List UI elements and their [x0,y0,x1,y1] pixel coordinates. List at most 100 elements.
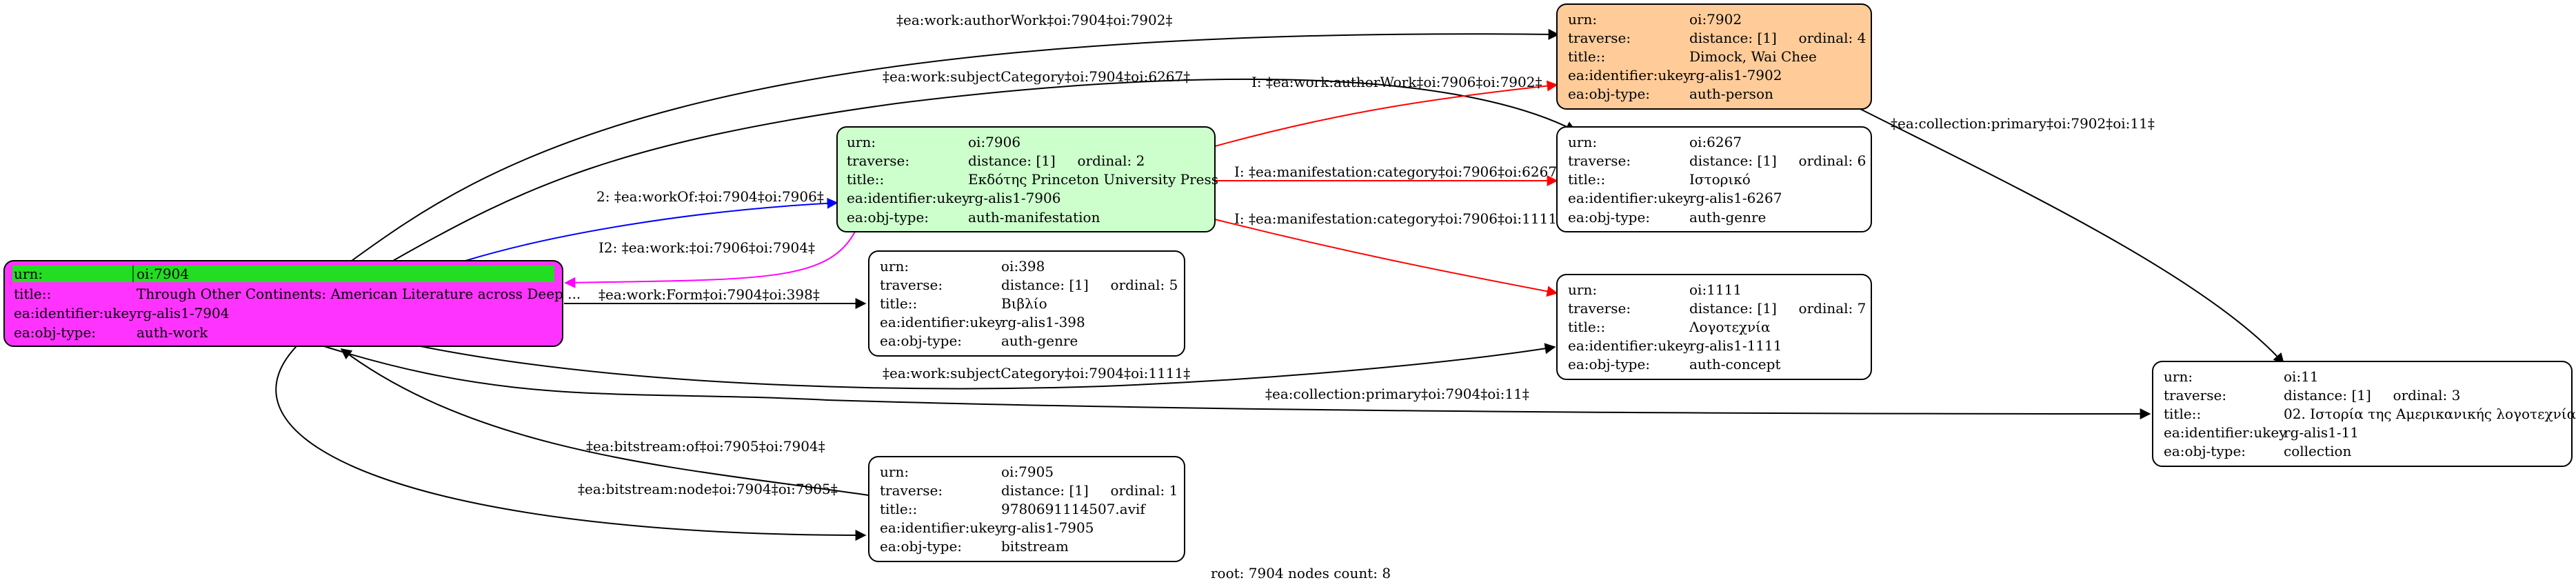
node-row-value: auth-work [137,324,208,341]
node-row-label: title:: [1568,319,1605,335]
graph-caption: root: 7904 nodes count: 8 [1211,565,1391,581]
edge-manifestation-category-7906-1111[interactable]: I: ‡ea:manifestation:category‡oi:7906‡oi… [1214,210,1564,297]
nodes: urn: oi:7904 title:: Through Other Conti… [3,3,2576,562]
node-7902[interactable]: urn: oi:7902 traverse: distance: [1] ord… [1556,3,1872,110]
node-row-value: auth-person [1689,86,1773,102]
node-row-label: ea:identifier:ukey [2164,424,2287,441]
node-row-label: urn: [847,134,876,150]
node-row-value: oi:7904 [137,266,189,282]
node-row-value: Through Other Continents: American Liter… [137,286,581,302]
edge-subjectcategory-7904-1111[interactable]: ‡ea:work:subjectCategory‡oi:7904‡oi:1111… [420,343,1556,390]
edge-label: I: ‡ea:manifestation:category‡oi:7906‡oi… [1234,210,1564,227]
node-row-value: 02. Ιστορία της Αμερικανικής λογοτεχνίας [2284,406,2576,422]
node-398[interactable]: urn: oi:398 traverse: distance: [1] ordi… [868,250,1185,357]
edge-manifestation-author-7906-7902[interactable]: I: ‡ea:work:authorWork‡oi:7906‡oi:7902‡ [1214,74,1558,147]
node-7906[interactable]: urn: oi:7906 traverse: distance: [1] ord… [836,126,1218,232]
node-row-label: ea:identifier:ukey [880,314,1003,330]
node-row-label: title:: [14,286,51,302]
edge-label: 2: ‡ea:workOf:‡oi:7904‡oi:7906‡ [596,188,824,205]
node-row-label: ea:obj-type: [1568,86,1650,102]
node-row-value: Λογοτεχνία [1689,319,1771,335]
edge-bitstreamnode-7904-7905[interactable]: ‡ea:bitstream:node‡oi:7904‡oi:7905‡ [275,346,867,541]
edge-label: I: ‡ea:work:authorWork‡oi:7906‡oi:7902‡ [1251,74,1542,90]
edge-label: ‡ea:work:Form‡oi:7904‡oi:398‡ [598,286,820,303]
edge-subjectcategory-7904-6267[interactable]: ‡ea:work:subjectCategory‡oi:7904‡oi:6267… [392,68,1577,261]
edge-label: ‡ea:collection:primary‡oi:7904‡oi:11‡ [1265,386,1529,402]
edge-collection-7904-11[interactable]: ‡ea:collection:primary‡oi:7904‡oi:11‡ [323,346,2151,419]
node-row-label: ea:identifier:ukey [14,305,137,321]
node-row-value: auth-genre [1689,209,1766,226]
edge-work-7906-7904[interactable]: I2: ‡ea:work:‡oi:7906‡oi:7904‡ [564,231,856,288]
node-row-value: distance: [1] ordinal: 3 [2284,387,2460,404]
node-row-label: traverse: [880,277,943,293]
edge-label: ‡ea:work:authorWork‡oi:7904‡oi:7902‡ [896,12,1172,28]
node-row-value: oi:7902 [1689,11,1742,28]
node-row-label: traverse: [1568,30,1631,46]
node-row-label: traverse: [1568,300,1631,317]
node-row-value: distance: [1] ordinal: 5 [1001,277,1178,293]
edge-workof-7904-7906[interactable]: 2: ‡ea:workOf:‡oi:7904‡oi:7906‡ [465,188,838,261]
node-row-value: rg-alis1-7905 [1001,519,1094,536]
edge-label: ‡ea:bitstream:of‡oi:7905‡oi:7904‡ [586,438,825,455]
node-row-label: ea:identifier:ukey [1568,190,1691,206]
node-row-value: distance: [1] ordinal: 7 [1689,300,1866,317]
node-row-label: title:: [880,295,917,312]
node-row-value: auth-concept [1689,356,1780,372]
node-row-value: Dimock, Wai Chee [1689,48,1817,65]
node-row-label: ea:obj-type: [880,538,962,555]
node-row-label: ea:identifier:ukey [847,190,970,206]
node-row-label: title:: [2164,406,2201,422]
edge-label: ‡ea:work:subjectCategory‡oi:7904‡oi:6267… [883,68,1190,85]
node-7905[interactable]: urn: oi:7905 traverse: distance: [1] ord… [868,456,1185,562]
node-row-label: ea:identifier:ukey [880,519,1003,536]
edge-collection-7902-11[interactable]: ‡ea:collection:primary‡oi:7902‡oi:11‡ [1860,108,2285,365]
node-row-value: oi:6267 [1689,134,1742,150]
node-row-value: distance: [1] ordinal: 4 [1689,30,1866,46]
node-row-value: oi:398 [1001,258,1045,275]
node-row-value: Εκδότης Princeton University Press [968,171,1218,188]
node-row-label: ea:identifier:ukey [1568,67,1691,83]
node-11[interactable]: urn: oi:11 traverse: distance: [1] ordin… [2152,361,2576,467]
node-row-label: ea:identifier:ukey [1568,337,1691,354]
edge-form-7904-398[interactable]: ‡ea:work:Form‡oi:7904‡oi:398‡ [564,286,867,309]
node-row-label: ea:obj-type: [847,209,929,226]
node-7904[interactable]: urn: oi:7904 title:: Through Other Conti… [3,260,581,347]
node-row-value: distance: [1] ordinal: 2 [968,152,1145,169]
node-1111[interactable]: urn: oi:1111 traverse: distance: [1] ord… [1556,274,1872,380]
node-row-value: rg-alis1-7902 [1689,67,1782,83]
node-row-label: title:: [880,501,917,517]
edge-label: I2: ‡ea:work:‡oi:7906‡oi:7904‡ [598,239,815,256]
node-row-value: distance: [1] ordinal: 1 [1001,482,1178,499]
node-row-value: rg-alis1-1111 [1689,337,1782,354]
node-row-label: title:: [1568,48,1605,65]
edge-label: I: ‡ea:manifestation:category‡oi:7906‡oi… [1234,163,1564,180]
node-row-value: oi:7905 [1001,464,1054,480]
node-row-value: distance: [1] ordinal: 6 [1689,152,1866,169]
node-row-value: rg-alis1-11 [2284,424,2359,441]
node-row-label: urn: [1568,281,1597,298]
node-row-label: traverse: [2164,387,2226,404]
node-row-label: ea:obj-type: [1568,356,1650,372]
node-row-value: rg-alis1-7906 [968,190,1060,206]
node-row-label: urn: [1568,11,1597,28]
node-row-label: traverse: [880,482,943,499]
node-row-value: oi:7906 [968,134,1020,150]
node-row-label: urn: [2164,368,2193,385]
node-row-value: rg-alis1-7904 [137,305,229,321]
node-6267[interactable]: urn: oi:6267 traverse: distance: [1] ord… [1556,126,1872,232]
node-row-value: Βιβλίο [1001,295,1047,312]
node-row-label: ea:obj-type: [880,332,962,349]
node-row-label: urn: [880,258,909,275]
node-row-value: bitstream [1001,538,1069,555]
edge-bitstreamof-7905-7904[interactable]: ‡ea:bitstream:of‡oi:7905‡oi:7904‡ [340,348,869,496]
node-row-value: auth-manifestation [968,209,1100,226]
node-row-label: title:: [1568,171,1605,188]
node-row-label: traverse: [847,152,909,169]
edge-authorwork-7904-7902[interactable]: ‡ea:work:authorWork‡oi:7904‡oi:7902‡ [351,12,1560,261]
node-row-value: oi:1111 [1689,281,1742,298]
node-row-label: ea:obj-type: [1568,209,1650,226]
edge-label: ‡ea:bitstream:node‡oi:7904‡oi:7905‡ [578,481,838,497]
node-row-value: oi:11 [2284,368,2319,385]
node-row-label: urn: [1568,134,1597,150]
edge-manifestation-category-7906-6267[interactable]: I: ‡ea:manifestation:category‡oi:7906‡oi… [1215,163,1564,186]
